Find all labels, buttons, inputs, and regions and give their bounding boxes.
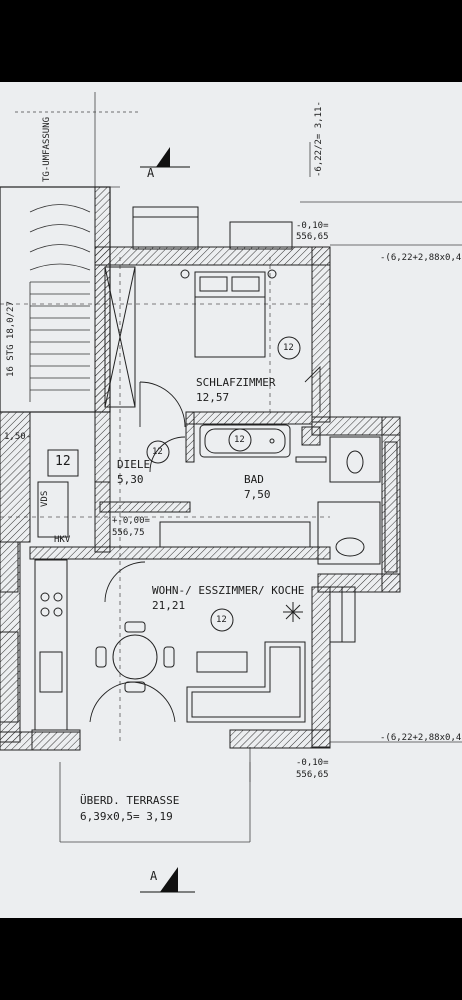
wardrobe	[104, 266, 136, 408]
room-badge-diele	[146, 440, 170, 464]
room-badge-schlafzimmer	[277, 336, 301, 360]
exterior-walls	[0, 246, 401, 751]
stair-unit-badge: 12	[55, 454, 71, 469]
dim-top-right: -6,22/2= 3,11-	[314, 101, 324, 177]
level-bottom-value: 556,65	[296, 770, 329, 780]
vds-label: VDS	[40, 490, 50, 507]
left-dim: 1,50-	[4, 432, 32, 442]
bad-name: BAD	[244, 473, 264, 486]
ceiling-light	[283, 602, 303, 622]
balcony-railing	[132, 206, 293, 250]
level-mid-value: 556,75	[112, 528, 145, 538]
level-mid: +-0,00=	[112, 516, 150, 526]
room-badge-stair-unit	[47, 449, 79, 477]
diele-badge: 12	[152, 447, 163, 457]
bathtub	[199, 424, 291, 458]
windows	[329, 441, 398, 643]
schlafzimmer-area: 12,57	[196, 391, 230, 404]
wohn-name: WOHN-/ ESSZIMMER/ KOCHE	[152, 584, 305, 597]
plan-sheet: TG-UMFASSUNG A A 16 STG 18,0/27 -6,22/2=…	[0, 82, 462, 918]
room-badge-wohn	[210, 608, 234, 632]
diele-name: DIELE	[117, 458, 151, 471]
section-a-top: A	[147, 166, 155, 180]
terrasse-name: ÜBERD. TERRASSE	[80, 794, 180, 807]
dining-table	[95, 621, 175, 693]
bed	[180, 269, 277, 358]
dim-right-2: -(6,22+2,88x0,4)/	[380, 733, 462, 743]
bad-badge: 12	[234, 435, 245, 445]
hkv-label: HKV	[54, 535, 71, 545]
schlafzimmer-name: SCHLAFZIMMER	[196, 376, 276, 389]
diele-area: 5,30	[117, 473, 144, 486]
tg-umfassung-label: TG-UMFASSUNG	[42, 116, 52, 182]
section-a-bottom: A	[150, 869, 158, 883]
dimension-lines	[0, 92, 462, 843]
section-marker-top	[156, 147, 170, 167]
schlafzimmer-badge: 12	[283, 343, 294, 353]
floor-plan-drawing	[0, 92, 462, 893]
stairs-label: 16 STG 18,0/27	[6, 301, 16, 377]
room-badge-bad	[228, 428, 252, 452]
level-bottom: -0,10=	[296, 758, 329, 768]
bathroom-fixtures	[295, 436, 381, 565]
terrasse-area: 6,39x0,5= 3,19	[80, 810, 173, 823]
level-top: -0,10=	[296, 221, 329, 231]
kitchen-counter	[31, 559, 81, 751]
section-marker-bottom	[160, 867, 178, 892]
wohn-area: 21,21	[152, 599, 186, 612]
sofa	[186, 641, 306, 723]
neighbour-furniture	[0, 481, 69, 723]
bad-area: 7,50	[244, 488, 271, 501]
level-top-value: 556,65	[296, 232, 329, 242]
interior-walls	[94, 411, 321, 553]
wohn-badge: 12	[216, 615, 227, 625]
door-swings	[89, 365, 321, 723]
dim-right-1: -(6,22+2,88x0,4)/	[380, 253, 462, 263]
